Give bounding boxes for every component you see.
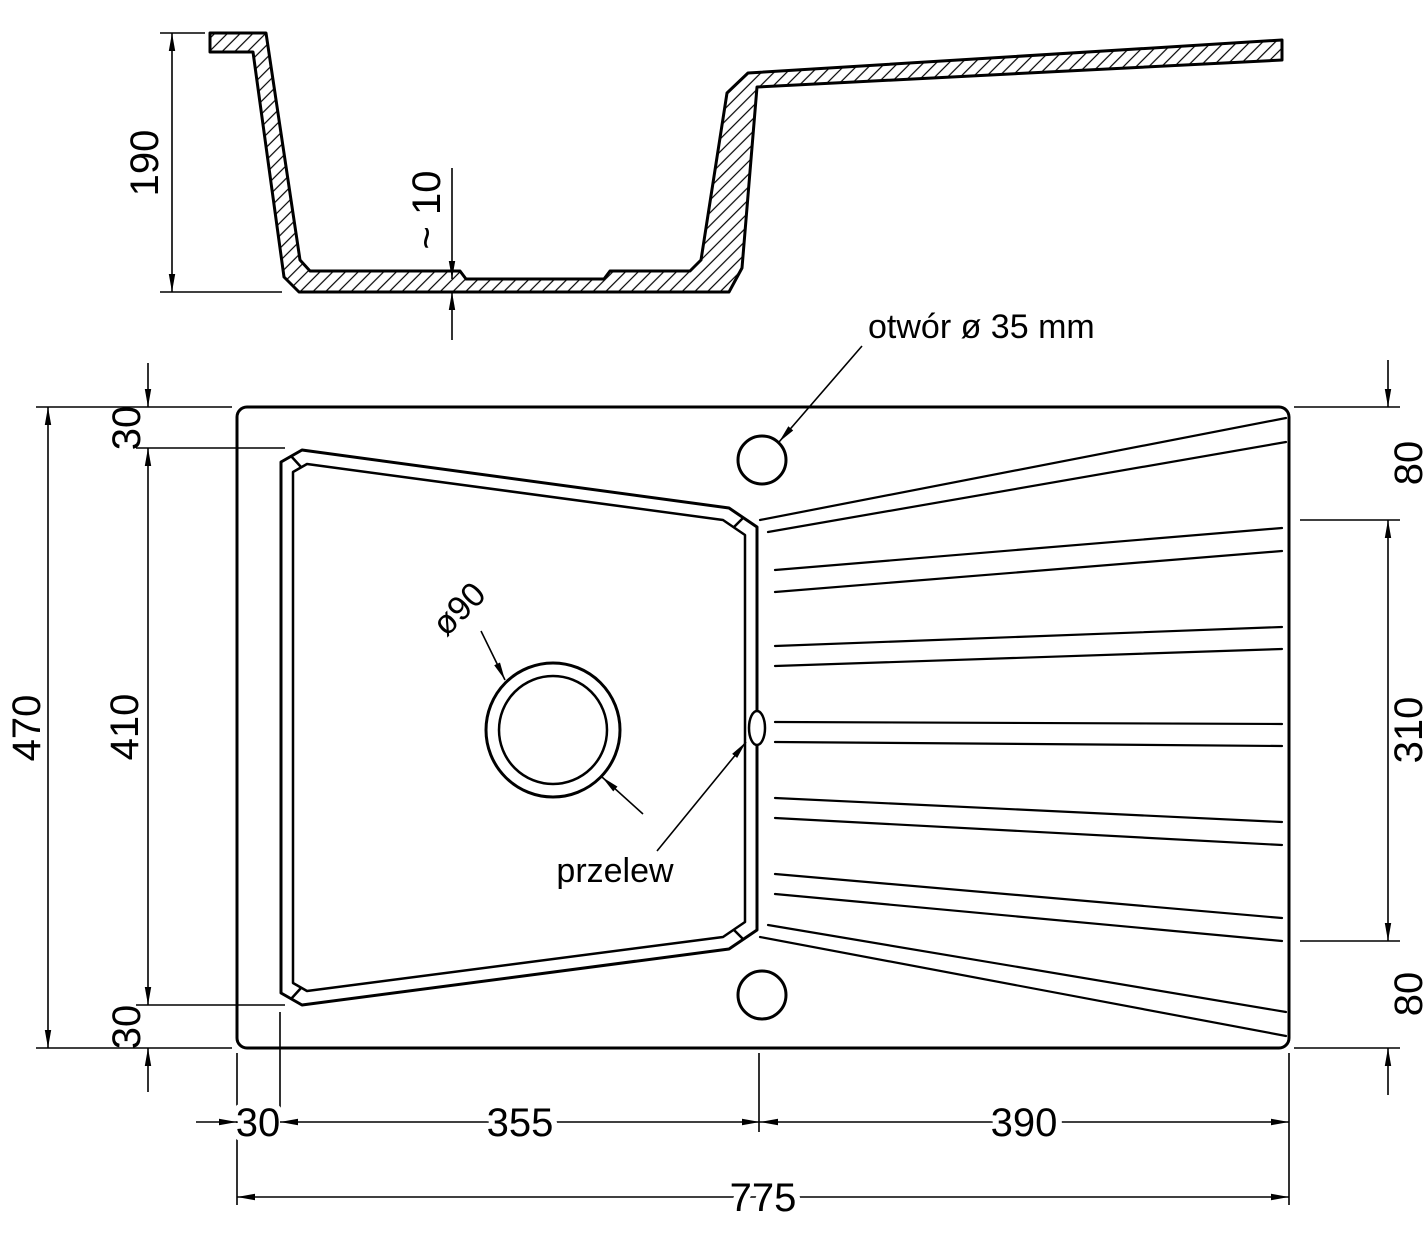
dims-left: 470 30 410 30 (5, 363, 285, 1092)
extension-line (36, 406, 285, 1049)
dim-thickness-label: ~ 10 (405, 171, 449, 250)
dim-overall-height-label: 470 (5, 695, 49, 762)
drainboard-groove-line (773, 526, 1284, 572)
basin-corner-ticks (290, 455, 744, 1000)
corner-tick (290, 987, 302, 1000)
tap-hole-top-circle (736, 434, 788, 486)
drainboard-edge-line (766, 923, 1288, 1014)
dims-right: 80 310 80 (1294, 360, 1424, 1095)
overflow-oval (747, 709, 767, 747)
drain-diameter-label: ø90 (425, 575, 493, 643)
drainboard-groove-line (773, 720, 1284, 726)
drainboard-edge-line (758, 416, 1288, 522)
corner-tick (290, 455, 302, 468)
extension-line (236, 1012, 1290, 1205)
extension-line (1294, 406, 1400, 1049)
dim-overall-width-label: 775 (730, 1176, 797, 1220)
sink-plan-outline (235, 405, 1291, 1050)
dim-right-top-label: 80 (1387, 441, 1424, 486)
basin-rim-inner (291, 462, 747, 993)
corner-tick (733, 929, 744, 940)
drainboard-groove-line (773, 625, 1284, 648)
callout-overflow: przelew (556, 741, 747, 890)
drainboard (758, 416, 1288, 1038)
dim-drainer-length-label: 310 (1387, 697, 1424, 764)
extension-line (160, 32, 282, 293)
corner-tick (733, 517, 744, 528)
drainboard-groove-line (773, 740, 1284, 748)
tap-hole-label: otwór ø 35 mm (868, 308, 1095, 346)
tap-hole-bottom-circle (736, 969, 788, 1021)
dim-bottom-left-label: 30 (236, 1101, 281, 1145)
overflow-label: przelew (556, 852, 674, 890)
dim-drainer-width-label: 390 (991, 1101, 1058, 1145)
drain-circle-inner (497, 674, 609, 786)
cross-section-view: 190 ~ 10 (123, 31, 1284, 340)
drainboard-groove-line (773, 816, 1284, 847)
plan-view: otwór ø 35 mm ø90 przelew 470 30 410 30 (5, 308, 1424, 1226)
drainboard-groove-line (773, 549, 1284, 594)
dim-depth-label: 190 (123, 130, 167, 197)
drainboard-edge-line (766, 440, 1288, 534)
drainboard-groove-line (773, 796, 1284, 824)
basin-rim-outer (279, 448, 759, 1007)
dim-left-bottom-label: 30 (105, 1005, 149, 1050)
dims-bottom: 30 355 390 775 (196, 1012, 1290, 1226)
dim-bottom-thickness: ~ 10 (405, 168, 456, 340)
callout-tap-hole: otwór ø 35 mm (778, 308, 1095, 443)
leader-line-drain-lower (601, 776, 644, 815)
leader-line-drain-upper (480, 630, 506, 681)
drainboard-groove-line (773, 647, 1284, 668)
leader-line-overflow (656, 741, 747, 852)
leader-line-tap-hole (778, 345, 863, 443)
dim-depth: 190 (123, 32, 282, 293)
drainboard-groove-line (773, 892, 1284, 943)
sink-section-profile (208, 31, 1284, 294)
drainboard-groove-line (773, 872, 1284, 920)
dim-right-bottom-label: 80 (1387, 972, 1424, 1017)
dim-basin-length-label: 410 (103, 694, 147, 761)
dim-left-top-label: 30 (105, 406, 149, 451)
drain-circle-outer (484, 661, 622, 799)
dim-basin-width-label: 355 (487, 1101, 554, 1145)
drainboard-edge-line (758, 935, 1288, 1038)
